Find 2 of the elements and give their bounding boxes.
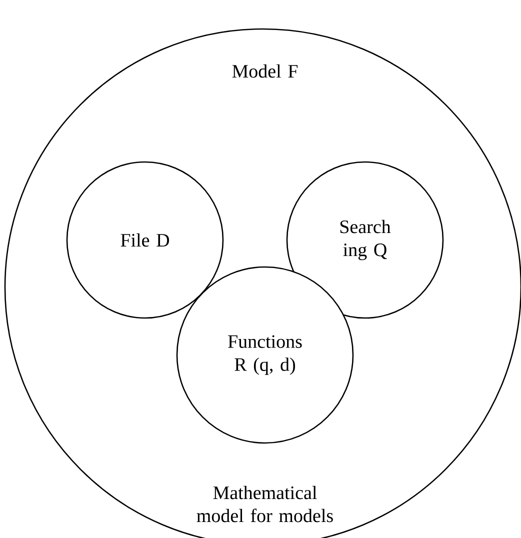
- circle-label: Model F: [232, 64, 298, 78]
- circle-label: Mathematical model for models: [196, 486, 333, 522]
